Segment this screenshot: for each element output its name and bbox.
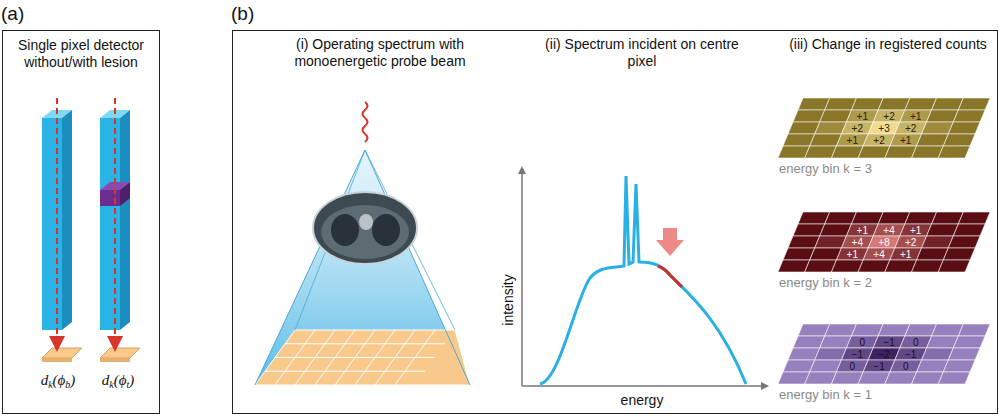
signal-part: (ϕ [53,372,66,388]
axis-label: intensity [500,274,516,325]
subpanel-title: (i) Operating spectrum with monoenergeti… [260,36,500,70]
signal-part: d [102,372,110,388]
count-value: −1 [873,361,884,372]
spectrum-plot [518,166,769,390]
signal-part: ) [70,372,75,388]
signal-part: ) [129,372,134,388]
count-value: +4 [883,225,894,236]
count-value: −1 [883,337,894,348]
count-value: +4 [852,237,863,248]
count-value: +4 [873,249,884,260]
detector-prisms [42,98,140,362]
panel-box: (a)Single pixel detector without/with le… [2,30,160,414]
signal-part: (ϕ [114,372,127,388]
count-value: −1 [852,349,863,360]
panel-letter: (b) [231,3,254,25]
bin-label: energy bin k = 2 [779,275,872,290]
signal-label: dk(ϕb) [41,372,76,390]
subpanel-title: (ii) Spectrum incident on centre pixel [535,36,750,70]
signal-part: d [41,372,49,388]
count-value: +1 [910,225,921,236]
count-grids [778,98,990,384]
count-value: 0 [903,361,909,372]
signal-part: k [109,379,113,390]
count-value: 0 [913,337,919,348]
count-value: +2 [852,123,863,134]
count-value: 0 [860,337,866,348]
signal-part: k [48,379,52,390]
count-value: +1 [847,249,858,260]
signal-part: t [126,379,129,390]
count-value: +2 [883,111,894,122]
signal-part: b [65,379,70,390]
count-value: +2 [905,123,916,134]
count-value: +1 [900,249,911,260]
bin-label: energy bin k = 1 [779,387,872,402]
count-value: 0 [850,361,856,372]
count-value: +1 [847,135,858,146]
count-value: +8 [878,237,889,248]
subpanel-title: (iii) Change in registered counts [788,36,988,53]
bin-label: energy bin k = 3 [779,161,872,176]
panel-title: Single pixel detector without/with lesio… [7,37,155,71]
count-value: +1 [910,111,921,122]
count-value: +1 [857,111,868,122]
axis-label: energy [621,392,664,408]
count-value: −1 [905,349,916,360]
count-value: +2 [873,135,884,146]
count-value: +2 [905,237,916,248]
count-value: +3 [878,123,889,134]
cone-beam [255,102,470,385]
count-value: +1 [857,225,868,236]
signal-label: dk(ϕt) [102,372,135,390]
panel-letter: (a) [1,3,24,25]
count-value: +1 [900,135,911,146]
count-value: −2 [878,349,889,360]
